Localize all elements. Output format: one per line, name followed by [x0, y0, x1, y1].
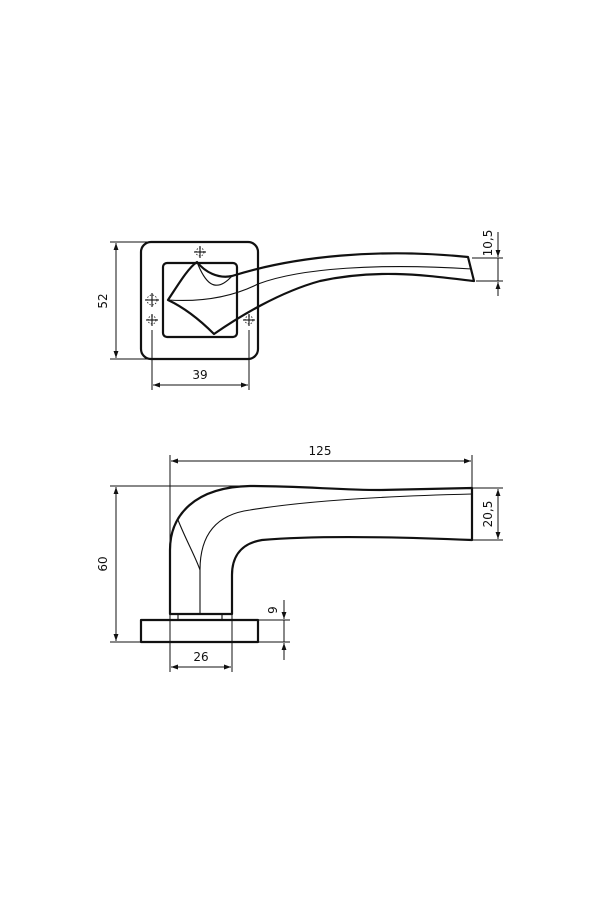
dim-base-26: 26	[193, 650, 208, 664]
dim-lever-tip-10-5: 10,5	[481, 230, 495, 257]
dim-height-60: 60	[96, 556, 110, 571]
lever-side-ridge	[177, 519, 201, 571]
lever-side-inner-curve	[199, 493, 473, 614]
lever-top-inner-line-2	[196, 261, 233, 286]
dim-tip-20-5: 20,5	[481, 501, 495, 528]
rose-base	[139, 618, 260, 644]
dim-width-39: 39	[192, 368, 207, 382]
screw-hole-marks	[145, 246, 255, 326]
lever-top-inner-line	[167, 265, 473, 301]
rose-plate-inner	[161, 261, 239, 339]
top-view	[139, 240, 476, 361]
side-view	[139, 484, 474, 644]
top-view-dimensions: 52 39 10,5	[96, 230, 503, 390]
rose-plate-outer	[139, 240, 260, 361]
dim-height-52: 52	[96, 293, 110, 308]
lever-side-outline	[168, 484, 474, 616]
dim-length-125: 125	[309, 444, 332, 458]
lever-top-outline	[166, 252, 476, 336]
side-view-dimensions: 125 60 20,5 9 26	[96, 444, 503, 672]
dim-rose-9: 9	[266, 606, 280, 614]
